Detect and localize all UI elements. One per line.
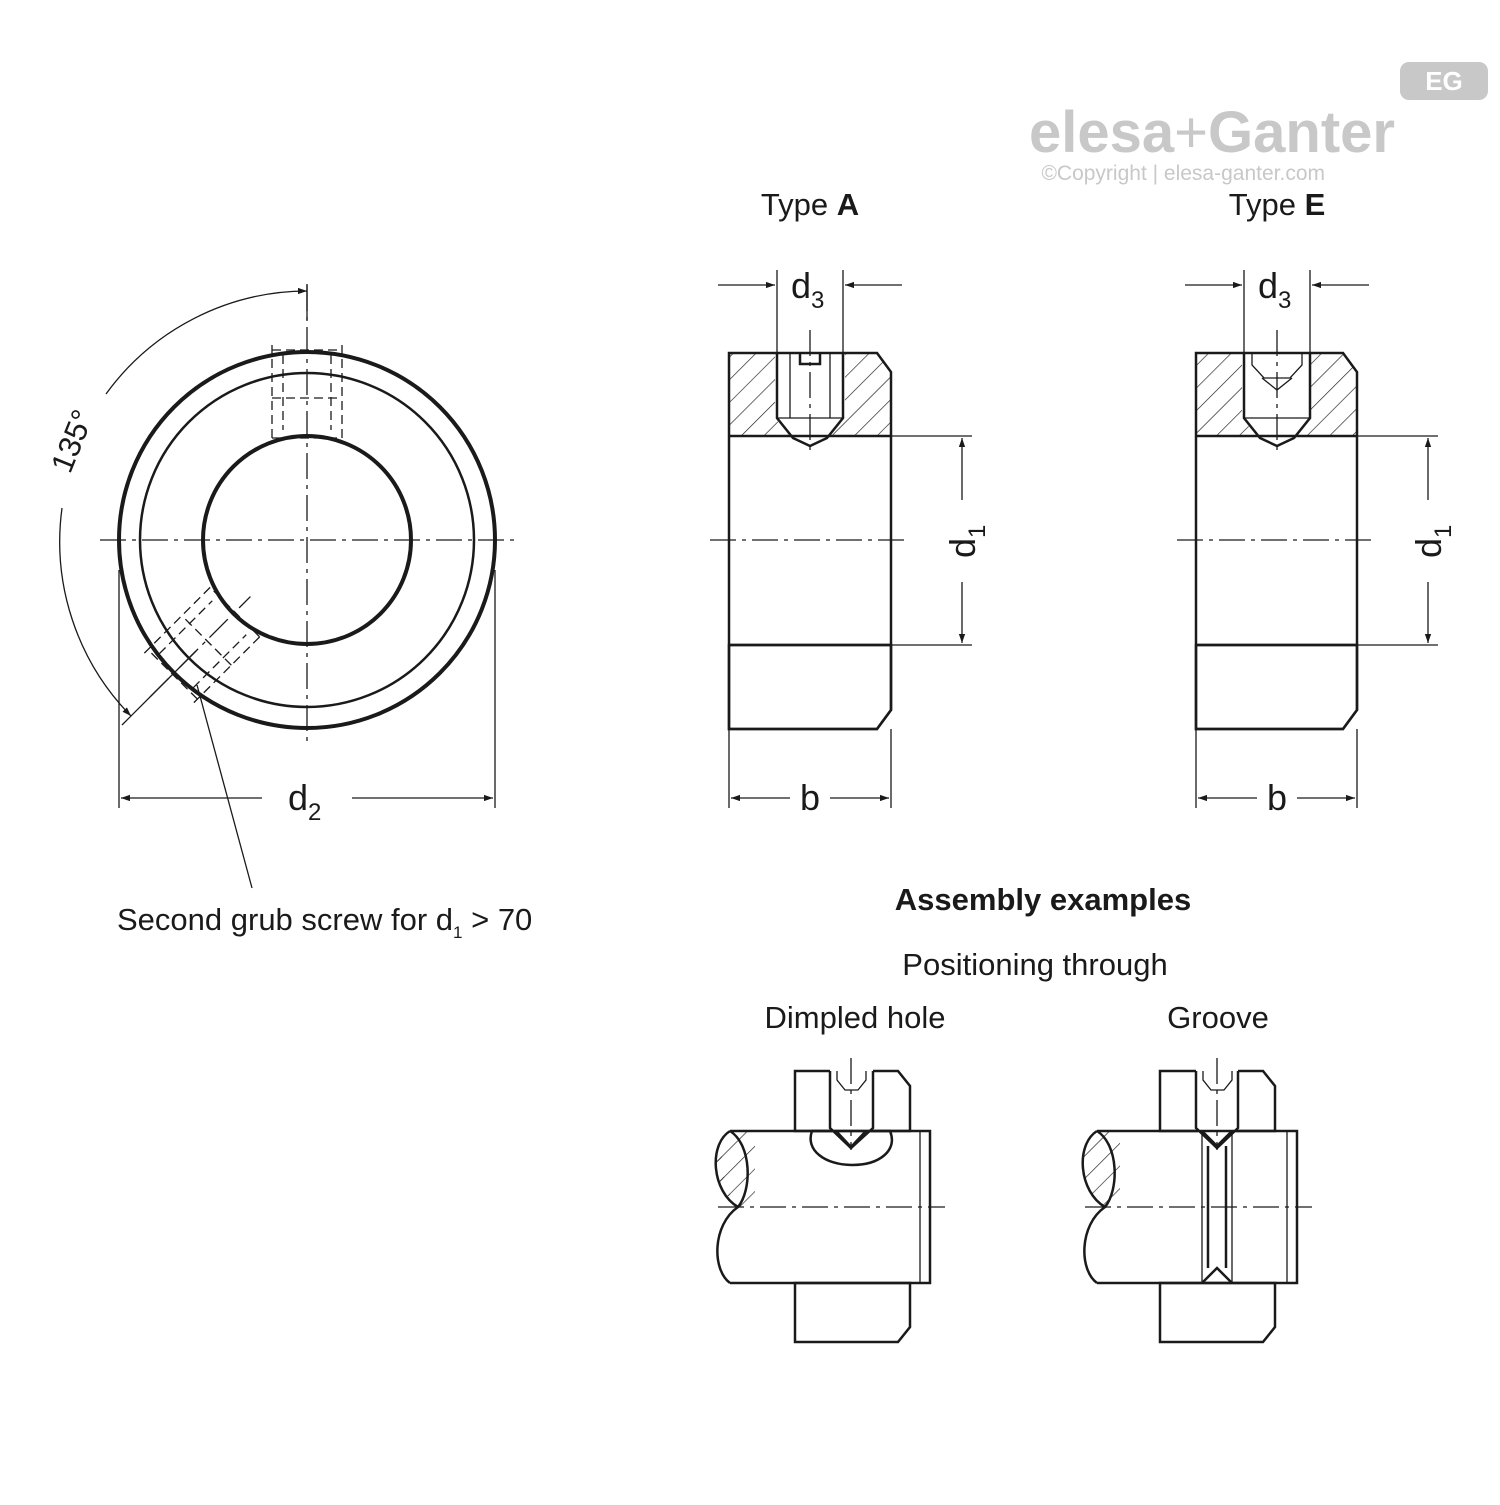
front-view: 135° d2 Second grub screw for d1 > 70 xyxy=(44,284,532,942)
collar-chamfer-edge xyxy=(138,371,476,709)
type-e-title: Type E xyxy=(1229,187,1326,222)
type-e-b-label: b xyxy=(1267,777,1287,818)
angle-arc-lower xyxy=(59,507,132,717)
dimpled-hole-example xyxy=(714,1058,945,1344)
brand-badge-text: EG xyxy=(1425,66,1463,96)
assembly-title: Assembly examples xyxy=(895,882,1191,917)
collar-outer-edge xyxy=(117,350,497,730)
top-grub-screw-hidden xyxy=(271,345,343,439)
type-e-d1-label: d1 xyxy=(1408,525,1457,558)
angle-extension-screw xyxy=(121,650,197,726)
type-a-d1-label: d1 xyxy=(942,525,991,558)
type-a-title: Type A xyxy=(761,187,859,222)
assembly-examples: Assembly examples Positioning through Di… xyxy=(714,882,1312,1344)
angle-label: 135° xyxy=(44,405,100,478)
type-e-section: Type E d3 d1 b xyxy=(1177,187,1457,818)
type-a-lower-hatch xyxy=(727,643,893,731)
brand-wordmark: elesa+Ganter xyxy=(1029,100,1395,165)
second-screw-note: Second grub screw for d1 > 70 xyxy=(117,902,532,942)
brand-copyright: ©Copyright | elesa-ganter.com xyxy=(1041,162,1325,185)
type-a-section: Type A d3 d1 xyxy=(710,187,991,818)
assembly-subtitle: Positioning through xyxy=(902,947,1167,982)
dimpled-hole-label: Dimpled hole xyxy=(765,1000,946,1035)
groove-example xyxy=(1081,1058,1312,1344)
collar-bore xyxy=(201,434,413,646)
brand-badge xyxy=(1400,62,1488,100)
type-a-b-label: b xyxy=(800,777,820,818)
type-e-d3-label: d3 xyxy=(1258,265,1291,314)
second-screw-leader xyxy=(196,684,253,889)
d2-label: d2 xyxy=(288,777,321,826)
shaft-dimple xyxy=(809,1129,893,1167)
angle-arc-upper xyxy=(105,287,308,395)
brand-logo: EG elesa+Ganter ©Copyright | elesa-gante… xyxy=(1029,62,1488,185)
type-e-lower-hatch xyxy=(1194,643,1359,731)
type-a-d3-label: d3 xyxy=(791,265,824,314)
groove-label: Groove xyxy=(1167,1000,1269,1035)
